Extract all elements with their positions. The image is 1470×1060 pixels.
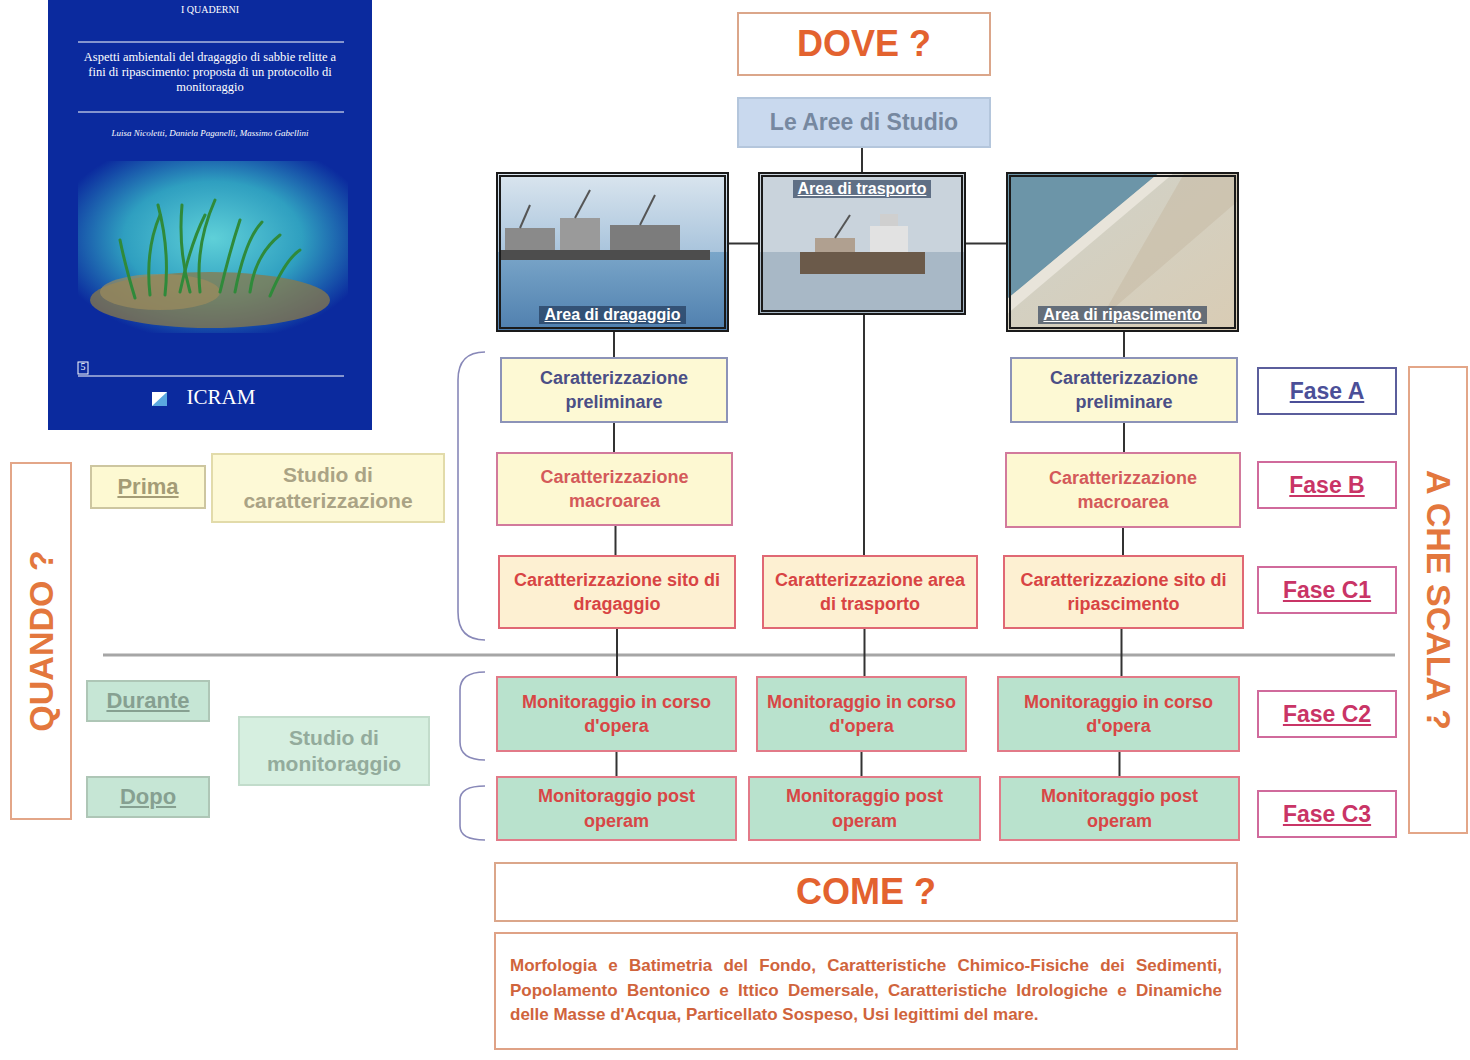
photo-box: Area di dragaggio bbox=[496, 172, 729, 332]
node-text: COME ? bbox=[796, 871, 936, 913]
connector bbox=[861, 148, 863, 172]
node-text: Caratterizzazione macroarea bbox=[506, 465, 723, 514]
transport-photo bbox=[758, 172, 966, 315]
phase-label: Fase C2 bbox=[1257, 690, 1397, 738]
connector bbox=[1123, 332, 1125, 357]
phase-label: Fase B bbox=[1257, 461, 1397, 509]
node-text: Caratterizzazione sito di dragaggio bbox=[508, 568, 726, 617]
connector bbox=[616, 752, 618, 776]
monitoring-box: Monitoraggio post operam bbox=[496, 776, 737, 841]
node-text: Caratterizzazione preliminare bbox=[1020, 366, 1228, 415]
photo-box: Area di ripascimento bbox=[1006, 172, 1239, 332]
connector bbox=[1119, 752, 1121, 776]
cover-text: ICRAM bbox=[48, 385, 372, 410]
connector bbox=[1121, 629, 1123, 676]
connector bbox=[966, 243, 1006, 245]
phase-label: Fase C3 bbox=[1257, 790, 1397, 838]
connector bbox=[613, 423, 615, 452]
node-text: Monitoraggio in corso d'opera bbox=[1007, 690, 1230, 739]
dredging-photo bbox=[496, 172, 729, 332]
monitoring-box: Monitoraggio in corso d'opera bbox=[997, 676, 1240, 752]
phase-divider bbox=[103, 654, 1395, 657]
monitoring-box: Monitoraggio post operam bbox=[999, 776, 1240, 841]
connector bbox=[616, 629, 618, 676]
connector bbox=[861, 752, 863, 776]
node-text: Dopo bbox=[120, 784, 176, 810]
axis-label-box: A CHE SCALA ? bbox=[1408, 366, 1468, 834]
axis-label-box: QUANDO ? bbox=[10, 462, 72, 820]
node-text: Monitoraggio post operam bbox=[758, 784, 971, 833]
node-text: Monitoraggio in corso d'opera bbox=[766, 690, 957, 739]
node-text: Fase B bbox=[1289, 472, 1364, 499]
node-text: Caratterizzazione macroarea bbox=[1015, 466, 1231, 515]
connector bbox=[729, 243, 758, 245]
node-text: DOVE ? bbox=[797, 23, 931, 65]
connector bbox=[613, 332, 615, 357]
process-box: Caratterizzazione sito di ripascimento bbox=[1003, 555, 1244, 629]
node-text: Area di ripascimento bbox=[1038, 306, 1206, 324]
connector bbox=[863, 315, 865, 555]
connector bbox=[1122, 528, 1124, 555]
question-box: DOVE ? bbox=[737, 12, 991, 76]
process-box: Caratterizzazione preliminare bbox=[500, 357, 728, 423]
process-box: Caratterizzazione macroarea bbox=[496, 452, 733, 526]
node-text: Caratterizzazione sito di ripascimento bbox=[1013, 568, 1234, 617]
process-box: Caratterizzazione macroarea bbox=[1005, 452, 1241, 528]
node-text: Fase C3 bbox=[1283, 801, 1371, 828]
node-text: Area di trasporto bbox=[793, 180, 932, 198]
node-text: A CHE SCALA ? bbox=[1419, 470, 1458, 730]
cover-text: 5 bbox=[78, 361, 88, 373]
node-text: Studio di monitoraggio bbox=[248, 725, 420, 778]
node-text: Fase A bbox=[1290, 378, 1365, 405]
node-text: Morfologia e Batimetria del Fondo, Carat… bbox=[510, 954, 1222, 1028]
node-text: Le Aree di Studio bbox=[770, 109, 958, 136]
cover-text: I QUADERNI bbox=[48, 4, 372, 15]
node-text: QUANDO ? bbox=[22, 550, 61, 731]
node-text: Monitoraggio in corso d'opera bbox=[506, 690, 727, 739]
bracket bbox=[458, 352, 485, 840]
node-text: Caratterizzazione preliminare bbox=[510, 366, 718, 415]
cover-text: Luisa Nicoletti, Daniela Paganelli, Mass… bbox=[48, 128, 372, 138]
node-text: Monitoraggio post operam bbox=[506, 784, 727, 833]
book-cover-art bbox=[48, 0, 372, 430]
process-box: Caratterizzazione preliminare bbox=[1010, 357, 1238, 423]
photo-box: Area di trasporto bbox=[758, 172, 966, 315]
monitoring-box: Monitoraggio post operam bbox=[748, 776, 981, 841]
monitoring-box: Monitoraggio in corso d'opera bbox=[756, 676, 967, 752]
phase-label: Fase A bbox=[1257, 367, 1397, 415]
time-box: Durante bbox=[86, 680, 210, 722]
node-text: Durante bbox=[106, 688, 189, 714]
node-text: Area di dragaggio bbox=[539, 306, 685, 324]
study-box: Studio di monitoraggio bbox=[238, 716, 430, 786]
connector bbox=[864, 629, 866, 676]
process-box: Caratterizzazione area di trasporto bbox=[762, 555, 978, 629]
header-box: Le Aree di Studio bbox=[737, 97, 991, 148]
process-box: Caratterizzazione sito di dragaggio bbox=[498, 555, 736, 629]
time-box: Dopo bbox=[86, 776, 210, 818]
time-box: Prima bbox=[90, 465, 206, 509]
question-box: COME ? bbox=[494, 862, 1238, 922]
text-panel: Morfologia e Batimetria del Fondo, Carat… bbox=[494, 932, 1238, 1050]
cover-text: Aspetti ambientali del dragaggio di sabb… bbox=[78, 50, 342, 95]
node-text: Studio di caratterizzazione bbox=[221, 462, 435, 515]
node-text: Monitoraggio post operam bbox=[1009, 784, 1230, 833]
monitoring-box: Monitoraggio in corso d'opera bbox=[496, 676, 737, 752]
connector bbox=[615, 526, 617, 555]
node-text: Caratterizzazione area di trasporto bbox=[772, 568, 968, 617]
phase-label: Fase C1 bbox=[1257, 566, 1397, 614]
study-box: Studio di caratterizzazione bbox=[211, 453, 445, 523]
node-text: Fase C1 bbox=[1283, 577, 1371, 604]
node-text: Prima bbox=[117, 474, 178, 500]
connector bbox=[1123, 423, 1125, 452]
book-cover: I QUADERNI Aspetti ambientali del dragagg… bbox=[48, 0, 372, 430]
node-text: Fase C2 bbox=[1283, 701, 1371, 728]
beach-photo bbox=[1006, 172, 1239, 332]
